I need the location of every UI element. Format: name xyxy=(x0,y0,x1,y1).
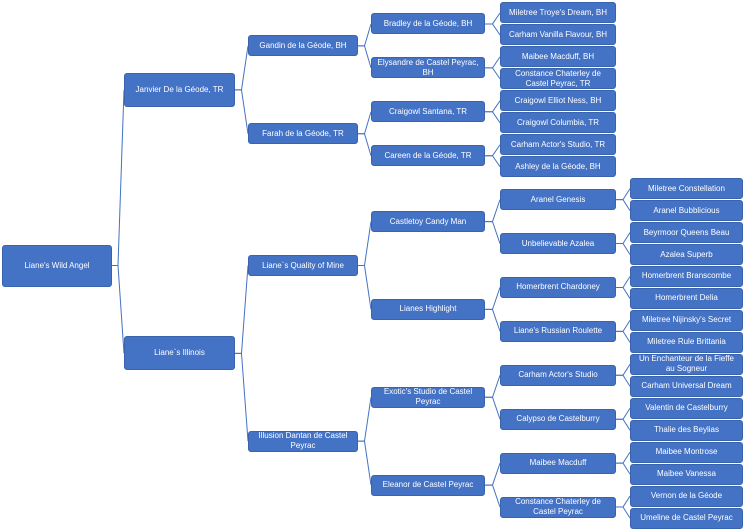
connector-line xyxy=(112,265,125,354)
connector-line xyxy=(358,397,372,442)
connector-line xyxy=(358,111,372,135)
node-miletree-constellation: Miletree Constellation xyxy=(630,178,743,200)
connector-line xyxy=(358,265,372,310)
node-miletree-troye-s-dream-bh: Miletree Troye's Dream, BH xyxy=(500,2,616,24)
connector-line xyxy=(485,221,501,244)
connector-line xyxy=(358,23,372,47)
node-homerbrent-delia: Homerbrent Delia xyxy=(630,287,743,309)
connector-line xyxy=(235,265,249,354)
connector-line xyxy=(616,276,631,288)
connector-line xyxy=(616,286,631,299)
connector-line xyxy=(358,45,372,69)
connector-line xyxy=(485,287,501,310)
connector-line xyxy=(485,155,501,167)
node-azalea-superb: Azalea Superb xyxy=(630,244,743,266)
node-aranel-genesis: Aranel Genesis xyxy=(500,189,616,211)
connector-line xyxy=(616,188,631,201)
connector-line xyxy=(616,232,631,245)
connector-line xyxy=(485,56,501,69)
connector-line xyxy=(485,23,501,36)
node-craigowl-elliot-ness-bh: Craigowl Elliot Ness, BH xyxy=(500,90,616,112)
node-craigowl-santana-tr: Craigowl Santana, TR xyxy=(371,101,485,123)
connector-line xyxy=(616,418,631,431)
node-liane-s-illinois: Liane`s Illinois xyxy=(124,336,235,371)
node-lianes-highlight: Lianes Highlight xyxy=(371,298,485,320)
node-bradley-de-la-geode-bh: Bradley de la Géode, BH xyxy=(371,13,485,35)
connector-line xyxy=(616,199,631,211)
node-ashley-de-la-geode-bh: Ashley de la Géode, BH xyxy=(500,156,616,178)
connector-line xyxy=(616,407,631,420)
connector-line xyxy=(235,352,249,442)
node-farah-de-la-geode-tr: Farah de la Géode, TR xyxy=(248,123,358,145)
connector-line xyxy=(616,374,631,387)
node-liane-s-wild-angel: Liane's Wild Angel xyxy=(2,244,112,287)
node-carham-vanilla-flavour-bh: Carham Vanilla Flavour, BH xyxy=(500,24,616,46)
node-castletoy-candy-man: Castletoy Candy Man xyxy=(371,211,485,233)
node-homerbrent-chardoney: Homerbrent Chardoney xyxy=(500,276,616,298)
node-unbelievable-azalea: Unbelievable Azalea xyxy=(500,233,616,255)
connector-line xyxy=(485,67,501,80)
node-vernon-de-la-geode: Vernon de la Géode xyxy=(630,485,743,507)
connector-line xyxy=(358,440,372,486)
node-carham-universal-dream: Carham Universal Dream xyxy=(630,375,743,397)
connector-line xyxy=(485,308,501,332)
node-carham-actor-s-studio-tr: Carham Actor's Studio, TR xyxy=(500,134,616,156)
connector-line xyxy=(616,495,631,508)
node-beyrmoor-queens-beau: Beyrmoor Queens Beau xyxy=(630,222,743,244)
connector-line xyxy=(485,375,501,398)
connector-line xyxy=(235,89,249,134)
connector-line xyxy=(235,45,249,91)
node-eleanor-de-castel-peyrac: Eleanor de Castel Peyrac xyxy=(371,474,485,496)
connector-line xyxy=(616,330,631,343)
connector-line xyxy=(616,320,631,332)
connector-line xyxy=(616,462,631,475)
node-valentin-de-castelburry: Valentin de Castelburry xyxy=(630,397,743,419)
node-janvier-de-la-geode-tr: Janvier De la Géode, TR xyxy=(124,72,235,107)
node-maibee-vanessa: Maibee Vanessa xyxy=(630,463,743,485)
node-miletree-nijinsky-s-secret: Miletree Nijinsky's Secret xyxy=(630,309,743,331)
connector-line xyxy=(485,396,501,420)
connector-line xyxy=(485,199,501,223)
node-constance-chaterley-de-castel-peyrac-tr: Constance Chaterley de Castel Peyrac, TR xyxy=(500,68,616,90)
node-umeline-de-castel-peyrac: Umeline de Castel Peyrac xyxy=(630,507,743,529)
node-liane-s-quality-of-mine: Liane`s Quality of Mine xyxy=(248,255,358,276)
connector-line xyxy=(112,89,125,266)
connector-line xyxy=(485,100,501,113)
connector-line xyxy=(485,144,501,157)
connector-line xyxy=(485,462,501,486)
node-gandin-de-la-geode-bh: Gandin de la Géode, BH xyxy=(248,35,358,57)
connector-line xyxy=(485,484,501,508)
node-thalie-des-beylias: Thalie des Beylias xyxy=(630,419,743,441)
node-maibee-montrose: Maibee Montrose xyxy=(630,441,743,463)
node-maibee-macduff: Maibee Macduff xyxy=(500,452,616,474)
node-maibee-macduff-bh: Maibee Macduff, BH xyxy=(500,46,616,68)
node-miletree-rule-brittania: Miletree Rule Brittania xyxy=(630,331,743,353)
connector-line xyxy=(358,133,372,156)
node-aranel-bubblicious: Aranel Bubblicious xyxy=(630,200,743,222)
node-careen-de-la-geode-tr: Careen de la Géode, TR xyxy=(371,145,485,167)
connector-line xyxy=(616,243,631,255)
node-carham-actor-s-studio: Carham Actor's Studio xyxy=(500,364,616,386)
node-homerbrent-branscombe: Homerbrent Branscombe xyxy=(630,265,743,287)
connector-line xyxy=(358,221,372,266)
node-craigowl-columbia-tr: Craigowl Columbia, TR xyxy=(500,112,616,134)
connector-line xyxy=(485,111,501,124)
node-illusion-dantan-de-castel-peyrac: Illusion Dantan de Castel Peyrac xyxy=(248,430,358,452)
connector-line xyxy=(616,506,631,519)
connector-line xyxy=(616,451,631,464)
node-elysandre-de-castel-peyrac-bh: Elysandre de Castel Peyrac, BH xyxy=(371,57,485,79)
connector-line xyxy=(616,364,631,376)
node-liane-s-russian-roulette: Liane's Russian Roulette xyxy=(500,320,616,342)
connector-line xyxy=(485,12,501,25)
node-exotic-s-studio-de-castel-peyrac: Exotic's Studio de Castel Peyrac xyxy=(371,386,485,408)
node-un-enchanteur-de-la-fieffe-au-sogneur: Un Enchanteur de la Fieffe au Sogneur xyxy=(630,353,743,375)
node-constance-chaterley-de-castel-peyrac: Constance Chaterley de Castel Peyrac xyxy=(500,496,616,518)
node-calypso-de-castelburry: Calypso de Castelburry xyxy=(500,408,616,430)
